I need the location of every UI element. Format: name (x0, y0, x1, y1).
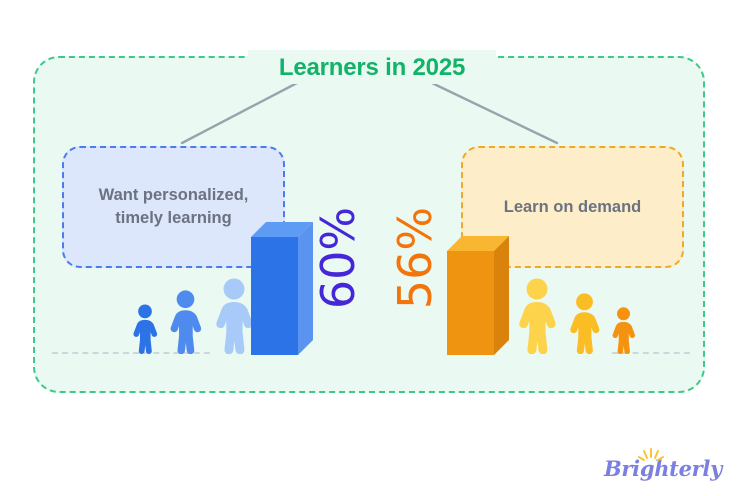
callout-left-label: Want personalized, timely learning (98, 186, 249, 227)
page-title: Learners in 2025 (278, 54, 466, 81)
callout-box-right: Learn on demand (461, 146, 684, 268)
percent-label-blue: 60% (311, 206, 365, 310)
brand-logo: Brighterly (603, 448, 722, 481)
people-group-right (514, 278, 638, 354)
person-icon (216, 278, 253, 354)
person-icon (170, 290, 202, 354)
bar-blue-side-face (298, 222, 313, 355)
person-icon (612, 307, 636, 354)
bar-blue-front-face (251, 237, 298, 355)
person-icon (133, 304, 158, 354)
bar-orange (447, 236, 509, 355)
bar-blue-shape (251, 222, 313, 355)
title-backdrop (248, 50, 496, 84)
person-icon (570, 293, 600, 354)
logo-wordmark: Brighterly (603, 456, 722, 481)
person-icon (519, 278, 556, 354)
ground-line-right (612, 352, 690, 354)
sunburst-icon (637, 448, 664, 461)
bar-blue-top-face (251, 222, 313, 237)
percent-label-orange: 56% (388, 206, 442, 310)
people-group-left (130, 278, 257, 354)
ground-line-left (52, 352, 210, 354)
callout-box-left: Want personalized, timely learning (62, 146, 285, 268)
bar-orange-front-face (447, 251, 494, 355)
bar-orange-shape (447, 236, 509, 355)
callout-right-label: Learn on demand (503, 197, 642, 216)
bar-orange-side-face (494, 236, 509, 355)
bar-blue (251, 222, 313, 355)
bar-orange-top-face (447, 236, 509, 251)
